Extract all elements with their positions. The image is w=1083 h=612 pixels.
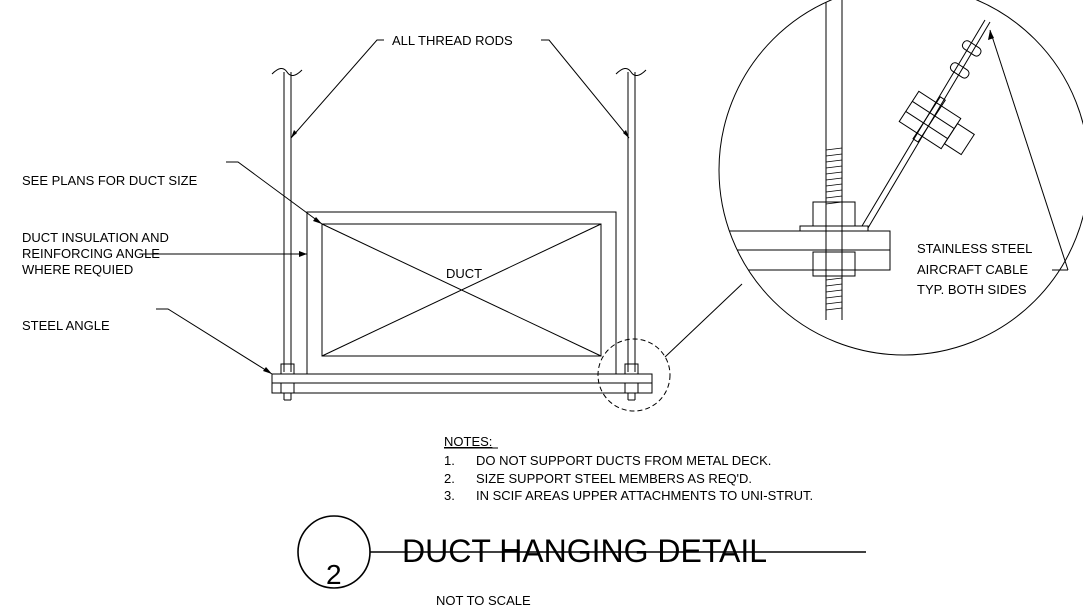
note-number-2: 2.: [444, 471, 455, 486]
insulation-label-line3: WHERE REQUIED: [22, 262, 133, 277]
title-block: 2 DUCT HANGING DETAIL NOT TO SCALE: [297, 515, 866, 608]
note-text-1: DO NOT SUPPORT DUCTS FROM METAL DECK.: [476, 453, 771, 468]
cable-label-line2: AIRCRAFT CABLE: [917, 262, 1028, 277]
insulation-label-line2: REINFORCING ANGLE: [22, 246, 160, 261]
steel-angle-support: [271, 363, 653, 401]
note-text-2: SIZE SUPPORT STEEL MEMBERS AS REQ'D.: [476, 471, 752, 486]
duct-outline: [306, 211, 617, 375]
duct-label: DUCT: [446, 266, 482, 281]
cable-label-line3: TYP. BOTH SIDES: [917, 282, 1027, 297]
note-number-1: 1.: [444, 453, 455, 468]
insulation-label-line1: DUCT INSULATION AND: [22, 230, 169, 245]
steel-angle-label: STEEL ANGLE: [22, 318, 110, 333]
note-text-3: IN SCIF AREAS UPPER ATTACHMENTS TO UNI-S…: [476, 488, 813, 503]
notes-heading: NOTES:: [444, 434, 492, 449]
enlarged-detail: [718, 0, 1083, 356]
duct-size-label: SEE PLANS FOR DUCT SIZE: [22, 173, 198, 188]
scale-note: NOT TO SCALE: [436, 593, 531, 608]
note-number-3: 3.: [444, 488, 455, 503]
leader-lines: [143, 39, 630, 375]
detail-callout-circle: [597, 338, 671, 412]
left-thread-rod: [271, 68, 303, 372]
notes-block: NOTES: 1. DO NOT SUPPORT DUCTS FROM META…: [444, 434, 813, 503]
cable-label-line1: STAINLESS STEEL: [917, 241, 1032, 256]
thread-rods-label: ALL THREAD RODS: [392, 33, 513, 48]
detail-number: 2: [326, 559, 342, 590]
right-thread-rod: [615, 68, 647, 372]
detail-title: DUCT HANGING DETAIL: [402, 533, 767, 569]
